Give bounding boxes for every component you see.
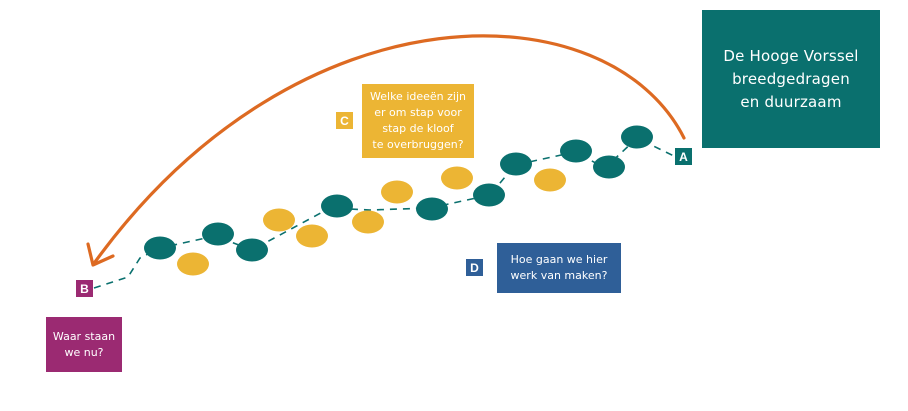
question-d-text: Hoe gaan we hier werk van maken? bbox=[510, 253, 608, 282]
stone-teal bbox=[144, 236, 176, 260]
arrowhead-icon bbox=[86, 242, 115, 267]
question-c-box: Welke ideeën zijn er om stap voor stap d… bbox=[362, 84, 474, 158]
stone-yellow bbox=[381, 180, 413, 204]
question-c-text: Welke ideeën zijn er om stap voor stap d… bbox=[370, 90, 466, 151]
teal-stones bbox=[144, 125, 653, 262]
yellow-stones bbox=[177, 166, 566, 276]
stone-teal bbox=[621, 125, 653, 149]
point-c-label: C bbox=[336, 112, 353, 129]
stone-teal bbox=[321, 194, 353, 218]
question-b-text: Waar staan we nu? bbox=[52, 329, 116, 359]
return-arrow-arc bbox=[93, 34, 686, 264]
stone-teal bbox=[500, 152, 532, 176]
point-d-label: D bbox=[466, 259, 483, 276]
point-a-label: A bbox=[675, 148, 692, 165]
stone-teal bbox=[416, 197, 448, 221]
goal-text: De Hooge Vorssel breedgedragen en duurza… bbox=[723, 46, 859, 111]
stone-teal bbox=[560, 139, 592, 163]
stone-yellow bbox=[177, 252, 209, 276]
question-b-box: Waar staan we nu? bbox=[46, 317, 122, 372]
stone-yellow bbox=[441, 166, 473, 190]
stone-teal bbox=[593, 155, 625, 179]
stone-yellow bbox=[296, 224, 328, 248]
stone-yellow bbox=[352, 210, 384, 234]
stone-yellow bbox=[534, 168, 566, 192]
stone-teal bbox=[473, 183, 505, 207]
stone-yellow bbox=[263, 208, 295, 232]
stone-teal bbox=[236, 238, 268, 262]
point-b-label: B bbox=[76, 280, 93, 297]
question-d-box: Hoe gaan we hier werk van maken? bbox=[497, 243, 621, 293]
goal-box: De Hooge Vorssel breedgedragen en duurza… bbox=[702, 10, 880, 148]
stone-teal bbox=[202, 222, 234, 246]
